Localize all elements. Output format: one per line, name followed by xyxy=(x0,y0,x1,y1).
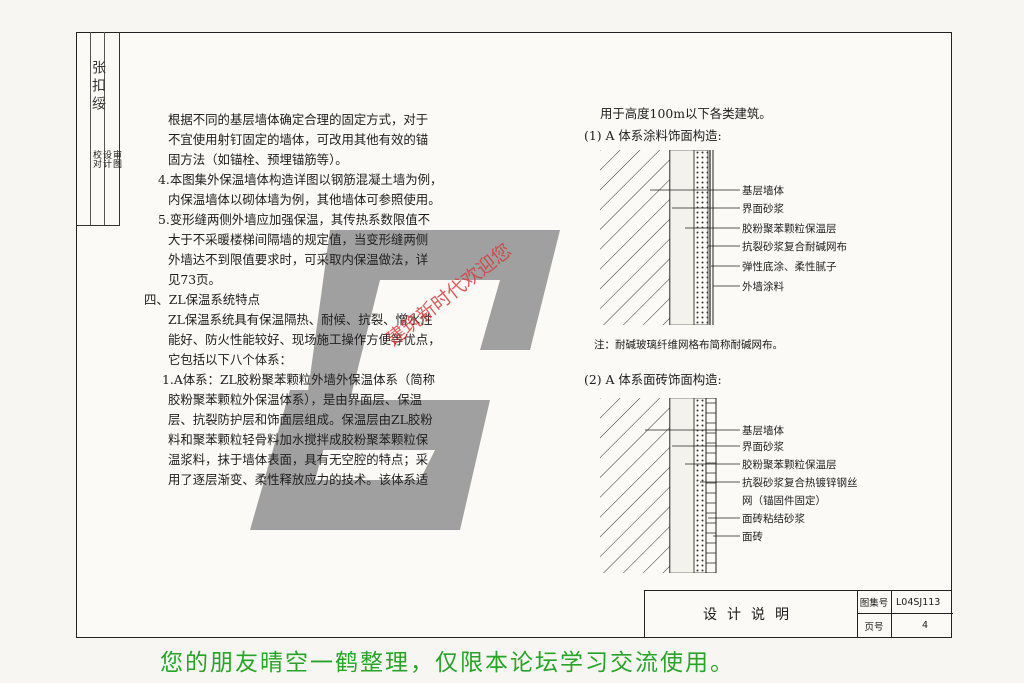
footer-caption: 您的朋友晴空一鹤整理，仅限本论坛学习交流使用。 xyxy=(160,650,735,676)
text-line: 固方法（如锚栓、预埋锚筋等）。 xyxy=(168,152,348,167)
layer-label: 弹性底涂、柔性腻子 xyxy=(742,261,837,273)
gutter-labels: 校对 设计 审图 xyxy=(90,150,121,220)
left-text-column: 根据不同的基层墙体确定合理的固定方式，对于 不宜使用射钉固定的墙体，可改用其他有… xyxy=(144,110,508,490)
text-line: 1.A体系：ZL胶粉聚苯颗粒外墙外保温体系（简称 xyxy=(162,372,436,387)
text-line: 内保温墙体以砌体墙为例，其他墙体可参照使用。 xyxy=(168,192,441,207)
layer-label: 抗裂砂浆复合耐碱网布 xyxy=(742,241,847,253)
text-line: 5.变形缝两侧外墙应加强保温，其传热系数限值不 xyxy=(158,212,431,227)
text-line: 层、抗裂防护层和饰面层组成。保温层由ZL胶粉 xyxy=(168,412,433,427)
section1-title: (1) A 体系涂料饰面构造: xyxy=(584,128,722,143)
text-line: 根据不同的基层墙体确定合理的固定方式，对于 xyxy=(168,112,429,127)
text-line: 料和聚苯颗粒轻骨料加水搅拌成胶粉聚苯颗粒保 xyxy=(168,432,429,447)
gutter-label-design: 设计 xyxy=(101,150,111,168)
layer-label: 抗裂砂浆复合热镀锌钢丝 xyxy=(742,477,858,489)
atlas-number-label: 图集号 xyxy=(857,591,892,613)
text-line: 外墙达不到限值要求时，可采取内保温做法，详 xyxy=(168,252,429,267)
layer-label: 界面砂浆 xyxy=(742,441,784,453)
page-number-value: 4 xyxy=(922,620,929,631)
layer-label: 胶粉聚苯颗粒保温层 xyxy=(742,223,837,235)
text-line: 温浆料，抹于墙体表面，具有无空腔的特点；采 xyxy=(168,452,429,467)
diagram-paint-finish xyxy=(600,150,740,325)
text-line: 4.本图集外保温墙体构造详图以钢筋混凝土墙为例， xyxy=(158,172,443,187)
text-line: 见73页。 xyxy=(168,272,221,287)
layer-label: 基层墙体 xyxy=(742,425,784,437)
text-line: 它包括以下八个体系： xyxy=(168,352,292,367)
gutter-label-check: 校对 xyxy=(91,150,101,168)
text-line: 不宜使用射钉固定的墙体，可改用其他有效的锚 xyxy=(168,132,429,147)
layer-label: 网（锚固件固定） xyxy=(742,495,826,507)
layer-label: 外墙涂料 xyxy=(742,281,784,293)
layer-label: 基层墙体 xyxy=(742,185,784,197)
text-line: 胶粉聚苯颗粒外保温体系），是由界面层、保温 xyxy=(168,392,423,407)
gutter-label-review: 审图 xyxy=(111,150,121,168)
title-block: 设计说明 图集号 L04SJ113 页号 4 xyxy=(644,590,953,638)
watermark-logo-shape xyxy=(250,230,560,530)
text-line: 能好、防火性能较好、现场施工操作方便等优点， xyxy=(168,332,441,347)
layer-label: 面砖粘结砂浆 xyxy=(742,513,805,525)
page-number-label: 页号 xyxy=(857,614,892,637)
note: 注：耐碱玻璃纤维网格布简称耐碱网布。 xyxy=(594,339,783,351)
text-line: 用了逐层渐变、柔性释放应力的技术。该体系适 xyxy=(168,472,429,487)
right-intro: 用于高度100m以下各类建筑。 xyxy=(600,106,772,121)
atlas-number-value: L04SJ113 xyxy=(896,596,941,608)
page-number-cell: 页号 4 xyxy=(857,614,953,637)
layer-label: 界面砂浆 xyxy=(742,203,784,215)
text-line: ZL保温系统具有保温隔热、耐候、抗裂、憎水性 xyxy=(168,312,433,327)
text-line: 大于不采暖楼梯间隔墙的规定值，当变形缝两侧 xyxy=(168,232,429,247)
binding-gutter xyxy=(76,32,120,226)
section-heading: 四、ZL保温系统特点 xyxy=(144,292,260,307)
section2-title: (2) A 体系面砖饰面构造: xyxy=(584,372,722,387)
atlas-number-cell: 图集号 L04SJ113 xyxy=(857,591,953,614)
layer-label: 胶粉聚苯颗粒保温层 xyxy=(742,459,837,471)
diagram-tile-finish xyxy=(600,398,740,573)
signature: 张扣绥 xyxy=(90,60,106,114)
title-block-title: 设计说明 xyxy=(645,591,858,637)
layer-label: 面砖 xyxy=(742,531,763,543)
